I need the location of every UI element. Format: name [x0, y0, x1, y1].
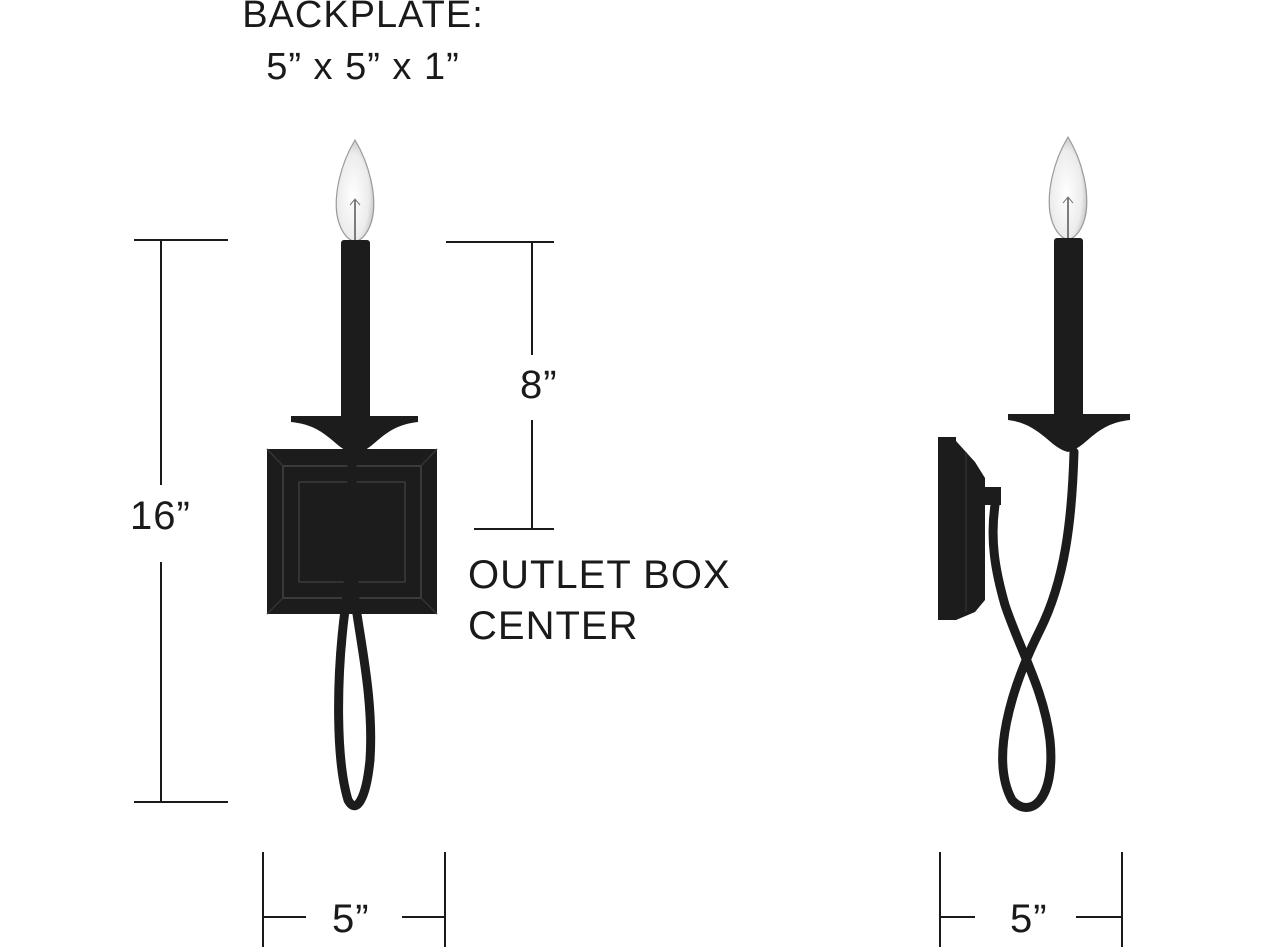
dimension-8-bracket [446, 241, 554, 530]
twisted-arm-side [988, 447, 1079, 812]
backplate-side [938, 437, 1001, 620]
height-to-center-label: 8” [520, 363, 558, 408]
bulb-side [1048, 135, 1088, 241]
dimension-width-front-bracket [262, 852, 446, 947]
outlet-box-label-line1: OUTLET BOX [468, 553, 731, 597]
dimension-16-bracket [134, 239, 228, 803]
outlet-box-label-line2: CENTER [468, 604, 639, 648]
height-total-label: 16” [128, 494, 193, 539]
bobeche-front [291, 416, 418, 454]
bobeche-side [1008, 414, 1130, 452]
sconce-front-view [266, 138, 438, 811]
loop-arm-front [334, 447, 376, 811]
candle-sleeve-side [1054, 238, 1083, 418]
sconce-side-view [938, 135, 1130, 812]
dimension-width-side-bracket [939, 852, 1123, 947]
bulb-front [335, 138, 375, 243]
backplate-title: BACKPLATE: [242, 0, 484, 36]
width-front-label: 5” [332, 897, 370, 942]
width-side-label: 5” [1010, 897, 1048, 942]
backplate-size: 5” x 5” x 1” [266, 46, 460, 88]
candle-sleeve-front [341, 240, 370, 420]
